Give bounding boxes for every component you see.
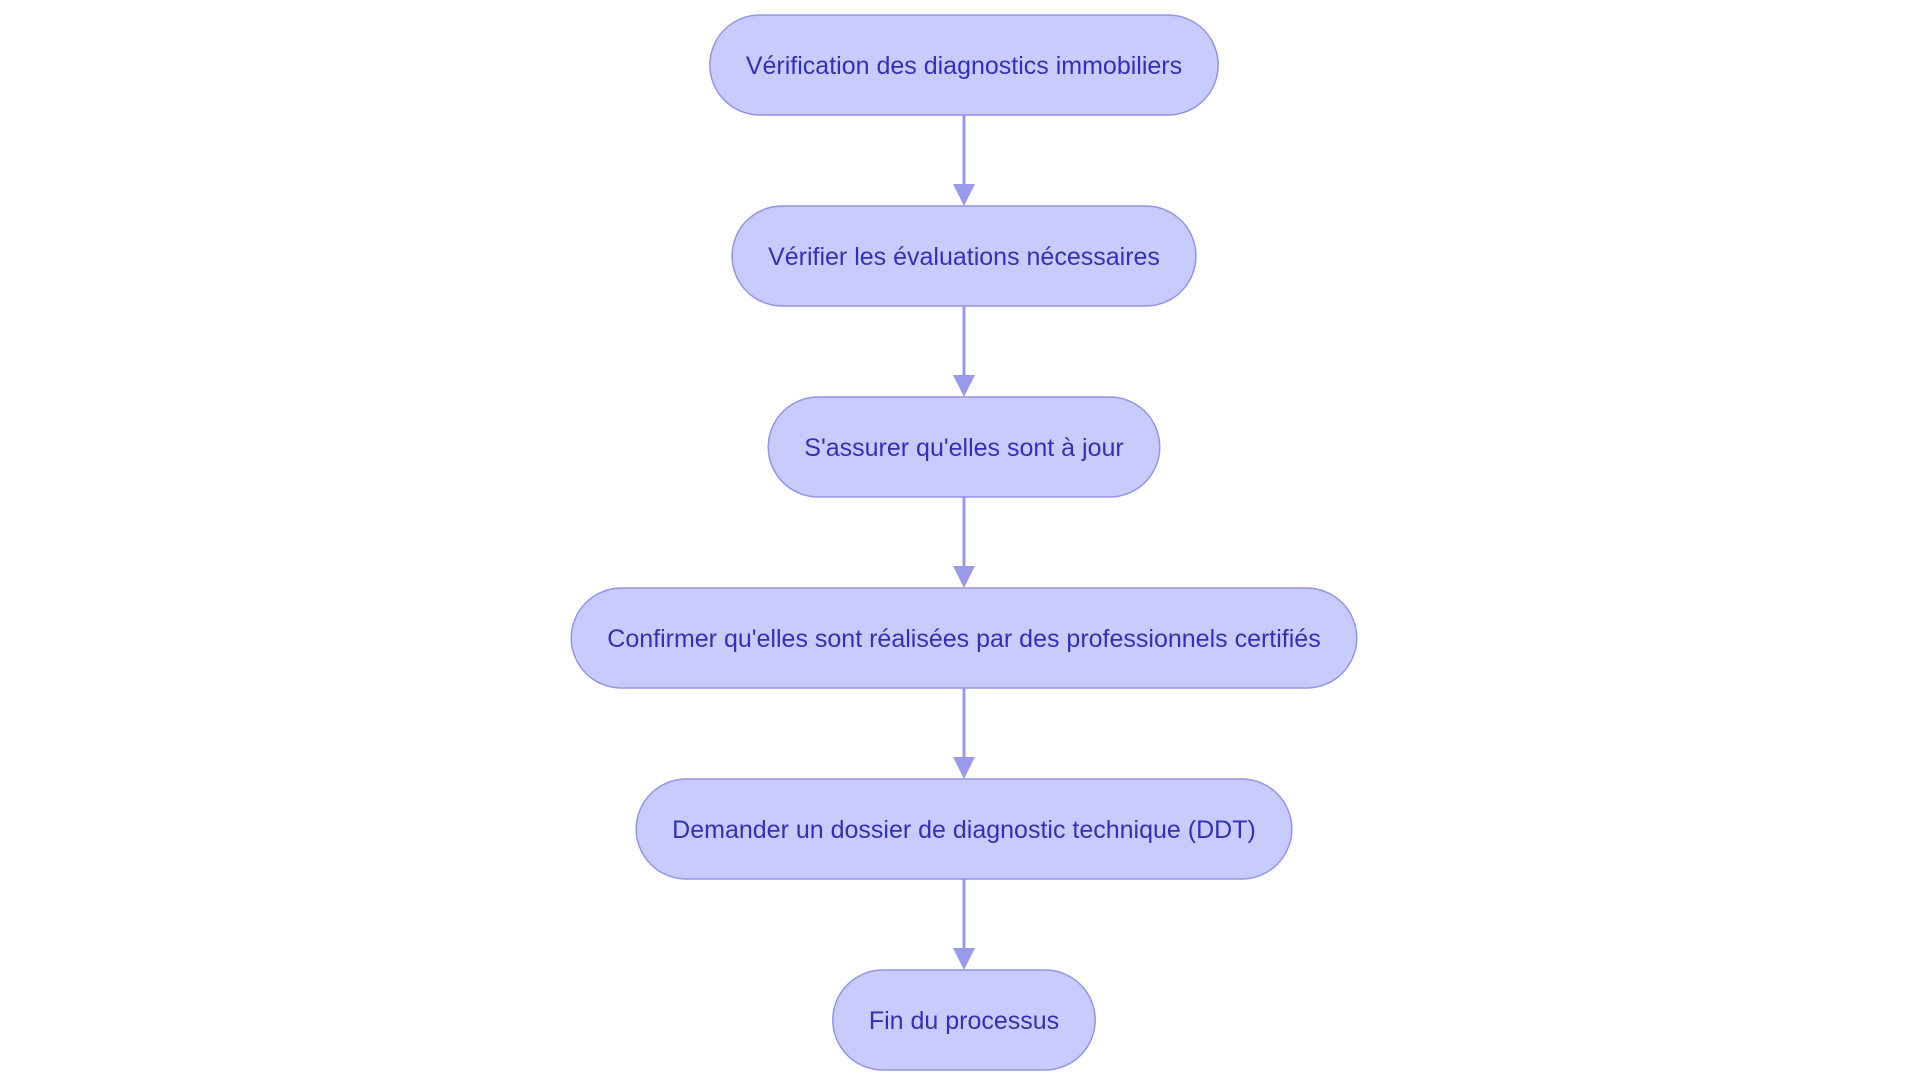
- flow-node-4: Confirmer qu'elles sont réalisées par de…: [570, 587, 1358, 689]
- flow-node-label: Vérification des diagnostics immobiliers: [746, 52, 1182, 80]
- nodes-layer: Vérification des diagnostics immobiliers…: [570, 14, 1358, 1071]
- flow-node-label: Demander un dossier de diagnostic techni…: [672, 816, 1256, 844]
- flow-node-1: Vérification des diagnostics immobiliers: [709, 14, 1219, 116]
- flow-node-label: Fin du processus: [869, 1007, 1059, 1035]
- flow-node-shape: [832, 969, 1096, 1071]
- flow-node-shape: [709, 14, 1219, 116]
- flow-arrow-head: [953, 375, 975, 397]
- flow-arrow-head: [953, 566, 975, 588]
- flow-arrow-3: [953, 497, 975, 588]
- flow-node-shape: [635, 778, 1293, 880]
- flow-arrow-1: [953, 115, 975, 206]
- flow-arrow-head: [953, 184, 975, 206]
- flow-node-5: Demander un dossier de diagnostic techni…: [635, 778, 1293, 880]
- flow-arrow-5: [953, 879, 975, 970]
- flow-node-2: Vérifier les évaluations nécessaires: [731, 205, 1197, 307]
- flow-node-label: S'assurer qu'elles sont à jour: [804, 434, 1123, 462]
- edges-layer: [953, 115, 975, 970]
- flow-node-shape: [731, 205, 1197, 307]
- flow-arrow-head: [953, 948, 975, 970]
- flow-arrow-4: [953, 688, 975, 779]
- flow-arrow-2: [953, 306, 975, 397]
- flow-node-label: Confirmer qu'elles sont réalisées par de…: [607, 625, 1320, 653]
- flow-node-label: Vérifier les évaluations nécessaires: [768, 243, 1160, 271]
- flow-node-shape: [570, 587, 1358, 689]
- flow-arrow-head: [953, 757, 975, 779]
- flow-node-3: S'assurer qu'elles sont à jour: [767, 396, 1161, 498]
- flow-node-shape: [767, 396, 1161, 498]
- flow-node-6: Fin du processus: [832, 969, 1096, 1071]
